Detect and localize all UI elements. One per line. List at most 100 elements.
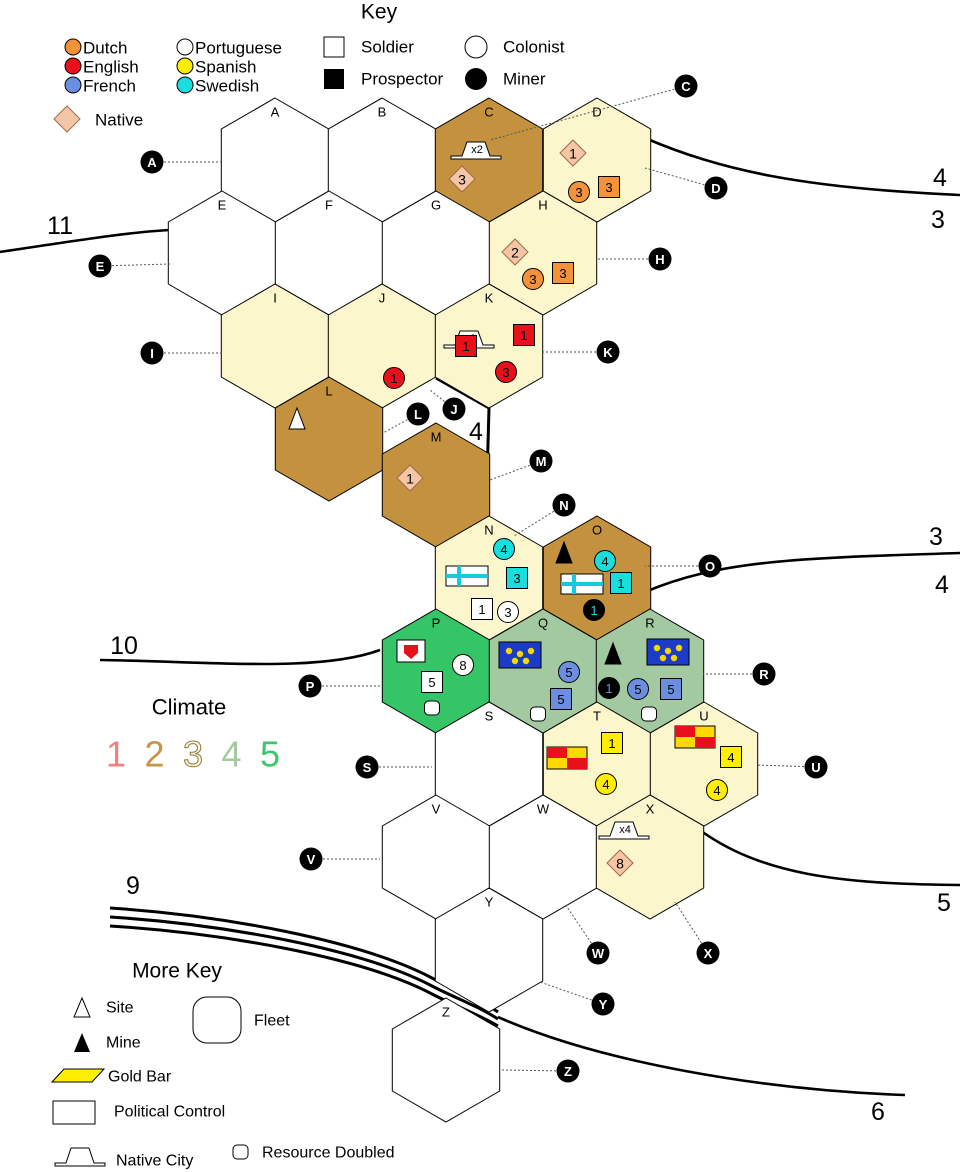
callout-marker[interactable] [88, 254, 112, 278]
token-circle [598, 677, 620, 699]
hex-l-contents [288, 406, 306, 430]
callout-marker[interactable] [556, 1059, 580, 1083]
hex-label: L [325, 384, 332, 399]
callout-a[interactable]: A [140, 150, 223, 174]
callout-j[interactable]: J [429, 389, 466, 421]
native-token: 8 [606, 849, 634, 877]
colonist-token: 8 [452, 654, 474, 676]
callout-label: Z [564, 1064, 572, 1079]
nation-label: Portuguese [195, 39, 282, 58]
callout-y[interactable]: Y [539, 981, 615, 1016]
callout-marker[interactable] [596, 340, 620, 364]
token-square [471, 598, 493, 620]
hex-l[interactable]: L [274, 376, 384, 502]
mine-icon [604, 641, 622, 665]
token-value: 1 [390, 371, 397, 386]
resource-doubled-icon [641, 706, 657, 722]
political-control-icon [52, 1100, 96, 1125]
hex-label: A [271, 105, 280, 120]
hex-z[interactable]: Z [391, 997, 501, 1123]
callout-leader [489, 85, 687, 141]
hex-x-contents: x48 [598, 821, 650, 877]
hex-y[interactable]: Y [434, 887, 544, 1013]
miner-token: 1 [598, 677, 620, 699]
callout-o[interactable]: O [645, 554, 722, 578]
callout-m[interactable]: M [489, 449, 553, 481]
callout-marker[interactable] [704, 176, 728, 200]
callout-marker[interactable] [698, 554, 722, 578]
callout-w[interactable]: W [564, 903, 610, 965]
flag-quarter [547, 747, 567, 758]
more-key-title: More Key [132, 960, 222, 983]
callout-d[interactable]: D [644, 167, 728, 200]
river-line [109, 915, 499, 1021]
nation-color-swatch [64, 38, 82, 56]
token-circle [493, 538, 515, 560]
callout-marker[interactable] [140, 341, 164, 365]
token-value: 4 [713, 783, 720, 798]
callout-marker[interactable] [299, 847, 323, 871]
callout-l[interactable]: L [382, 402, 430, 434]
callout-k[interactable]: K [541, 340, 620, 364]
nation-color-swatch [176, 76, 194, 94]
callout-marker[interactable] [696, 941, 720, 965]
callout-v[interactable]: V [299, 847, 381, 871]
nation-color-swatch [64, 57, 82, 75]
callout-marker[interactable] [355, 755, 379, 779]
callout-r[interactable]: R [703, 662, 776, 686]
callout-c[interactable]: C [489, 74, 698, 141]
hex-label: T [593, 709, 601, 724]
callout-marker[interactable] [752, 662, 776, 686]
callout-h[interactable]: H [596, 247, 672, 271]
soldier-token: 1 [513, 324, 535, 346]
token-value: 5 [667, 682, 674, 697]
hex-shape[interactable] [434, 887, 544, 1013]
callout-p[interactable]: P [298, 674, 381, 698]
callout-u[interactable]: U [755, 755, 828, 779]
nation-color-swatch [176, 57, 194, 75]
token-value: 8 [459, 658, 466, 673]
token-circle [568, 181, 590, 203]
token-value: 5 [634, 682, 641, 697]
callout-marker[interactable] [804, 755, 828, 779]
hex-shape[interactable] [391, 997, 501, 1123]
callout-label: X [704, 946, 713, 961]
callout-marker[interactable] [674, 74, 698, 98]
callout-marker[interactable] [648, 247, 672, 271]
callout-marker[interactable] [552, 493, 576, 517]
callout-i[interactable]: I [140, 341, 223, 365]
token-circle [495, 361, 517, 383]
border-line [99, 648, 381, 666]
soldier-token: 5 [660, 678, 682, 700]
callout-label: K [603, 345, 613, 360]
native-diamond [501, 238, 529, 266]
token-square [550, 688, 572, 710]
callout-marker[interactable] [406, 402, 430, 426]
prospector-icon [324, 69, 344, 89]
callout-marker[interactable] [298, 674, 322, 698]
hex-m-contents: 1 [396, 464, 424, 492]
flag-cross-h [561, 582, 603, 586]
callout-n[interactable]: N [513, 493, 576, 537]
resource-doubled-icon [232, 1144, 249, 1160]
colonist-token: 3 [497, 601, 519, 623]
border-line [696, 826, 960, 887]
callout-marker[interactable] [586, 941, 610, 965]
native-diamond [559, 139, 587, 167]
callout-marker[interactable] [591, 992, 615, 1016]
callout-s[interactable]: S [355, 755, 433, 779]
callout-marker[interactable] [140, 150, 164, 174]
token-square [513, 324, 535, 346]
callout-marker[interactable] [529, 449, 553, 473]
callout-z[interactable]: Z [499, 1059, 580, 1083]
callout-x[interactable]: X [674, 901, 720, 965]
flag-cross-h [446, 574, 488, 578]
callout-e[interactable]: E [88, 254, 171, 278]
hex-k-contents: x2113 [443, 324, 535, 383]
native-label: Native [95, 111, 143, 130]
token-value: 1 [608, 736, 615, 751]
hex-shape[interactable] [274, 376, 384, 502]
callout-marker[interactable] [442, 397, 466, 421]
fleur-de-lis [675, 644, 683, 652]
